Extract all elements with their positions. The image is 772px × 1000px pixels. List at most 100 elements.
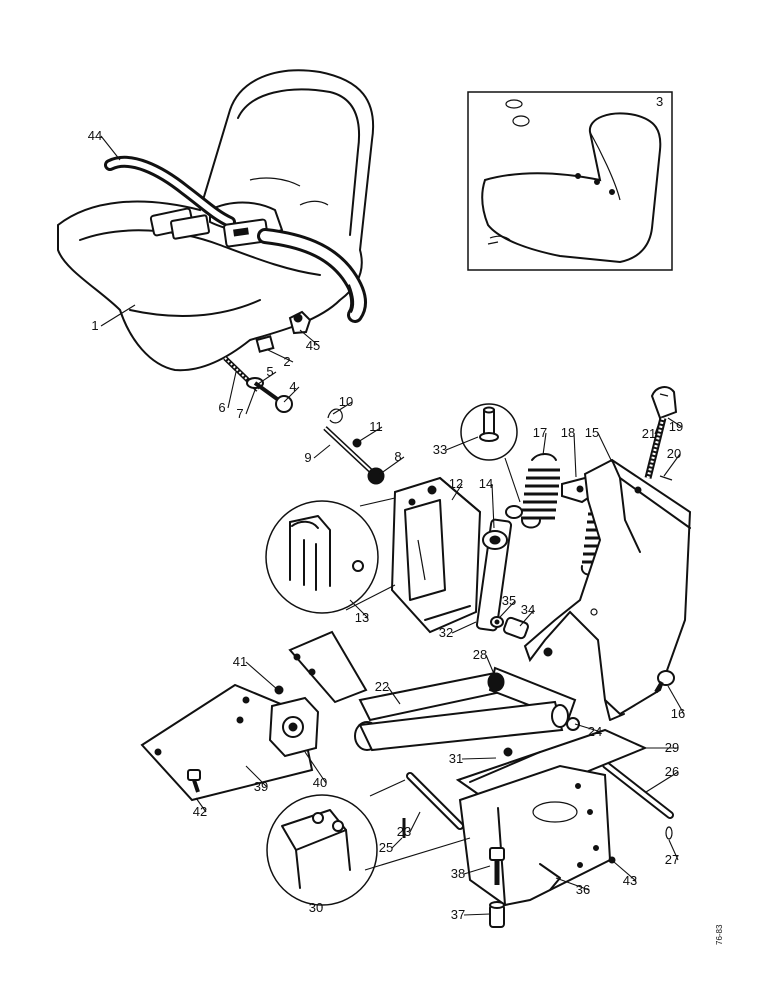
callout-20: 20 [667,446,681,461]
leader-line-5 [257,371,277,385]
leader-line-11 [357,426,383,443]
callout-23: 23 [397,824,411,839]
callout-40: 40 [313,775,327,790]
callout-1: 1 [91,318,98,333]
callout-36: 36 [576,882,590,897]
callout-6: 6 [218,400,225,415]
callout-45: 45 [306,338,320,353]
leader-line-19 [667,417,683,428]
callout-7: 7 [236,406,243,421]
shaft-inset [460,403,521,503]
leader-line-25 [391,837,403,849]
leader-line-18 [573,432,577,478]
spring-left [521,453,560,529]
leader-line-43 [613,861,637,882]
callout-18: 18 [561,425,575,440]
callout-29: 29 [665,740,679,755]
damper-bracket [390,476,482,634]
leader-line-14 [491,483,495,529]
callout-13: 13 [355,610,369,625]
rods [406,761,674,840]
leader-line-9 [313,444,331,459]
leader-line-24 [574,723,602,733]
bolt-16 [654,670,675,694]
leader-line-45 [299,329,320,347]
callout-11: 11 [369,419,383,434]
leader-line-15 [597,432,613,463]
leader-line-33 [445,436,479,451]
fasteners-lower [402,818,616,928]
callout-35: 35 [502,593,516,608]
leader-line-2 [267,349,294,363]
callout-31: 31 [449,751,463,766]
callout-16: 16 [671,706,685,721]
leader-line-27 [668,839,679,861]
callout-37: 37 [451,907,465,922]
callout-26: 26 [665,764,679,779]
callout-43: 43 [623,873,637,888]
leader-line-8 [379,456,405,475]
callout-10: 10 [339,394,353,409]
callout-22: 22 [375,679,389,694]
callout-8: 8 [394,449,401,464]
leader-line-44 [100,135,121,161]
callout-9: 9 [304,450,311,465]
leader-line-23 [409,811,421,833]
callout-41: 41 [233,654,247,669]
leader-line-37 [463,913,491,916]
callout-leaders [100,135,685,916]
callout-30: 30 [309,900,323,915]
callout-28: 28 [473,647,487,662]
mounting-plate [140,630,368,802]
leader-line-32 [451,621,477,634]
callout-2: 2 [283,354,290,369]
leader-line-22 [387,686,401,705]
base-detail-inset [266,779,471,906]
height-adjust-screw [644,386,678,481]
leader-line-12 [451,483,463,501]
rear-frame [523,458,692,721]
callout-32: 32 [439,625,453,640]
leader-line-41 [245,661,279,691]
leader-line-10 [332,401,353,415]
leader-line-7 [245,389,256,415]
callout-21: 21 [642,426,656,441]
callout-19: 19 [669,419,683,434]
callout-34: 34 [521,602,535,617]
callout-27: 27 [665,852,679,867]
leader-line-1 [100,304,136,327]
leader-line-4 [283,386,300,403]
inset-seat-variant [467,91,673,271]
callout-4: 4 [289,379,296,394]
base-assembly [455,728,648,907]
leader-line-20 [663,453,681,477]
leader-line-16 [667,685,685,715]
callout-5: 5 [266,364,273,379]
leader-line-26 [645,771,679,793]
bracket-detail-inset [265,497,396,614]
pivot-pin-group [323,408,385,485]
inset-label: 3 [656,94,663,109]
leader-line-35 [499,600,516,618]
callout-12: 12 [449,476,463,491]
leader-line-42 [195,797,207,813]
leader-line-34 [519,609,535,627]
seat-hardware [223,310,312,413]
callout-24: 24 [588,724,602,739]
leader-line-13 [349,599,369,619]
reference-code: 76-83 [715,924,724,945]
callout-17: 17 [533,425,547,440]
leader-line-6 [227,371,237,409]
callout-25: 25 [379,840,393,855]
leader-line-17 [542,432,547,456]
callout-39: 39 [254,779,268,794]
leader-line-38 [463,865,491,875]
leader-line-40 [304,751,327,784]
leader-line-36 [555,877,590,891]
callout-44: 44 [88,128,102,143]
scissor-arm-upper [354,666,580,752]
leader-line-39 [245,765,268,788]
leader-line-28 [485,654,495,675]
callout-42: 42 [193,804,207,819]
